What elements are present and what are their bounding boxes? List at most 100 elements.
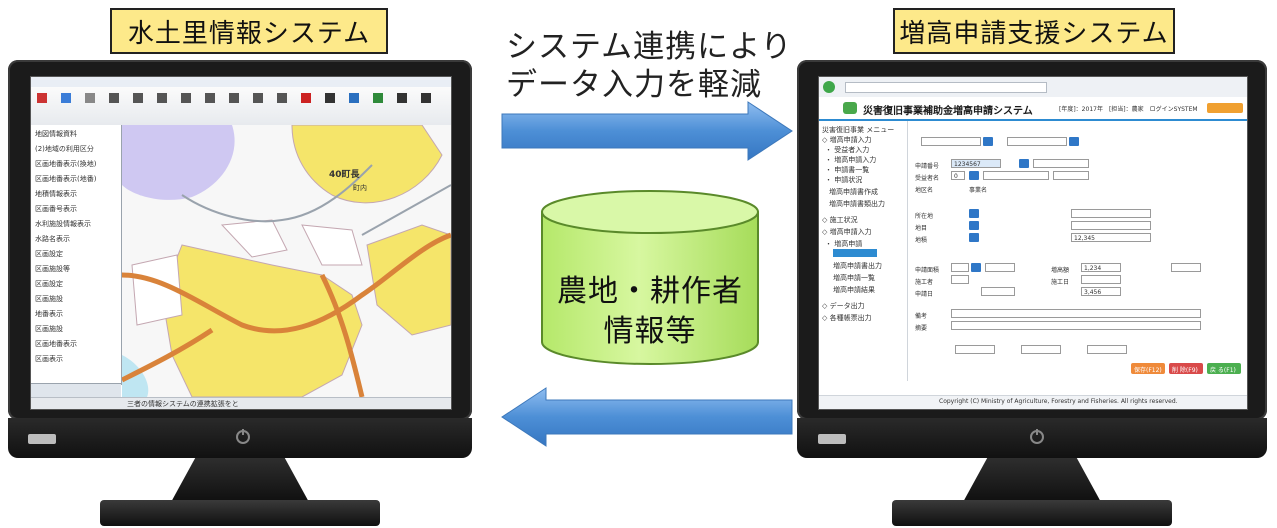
sidebar-item[interactable]: ・ 申請状況 [825,176,863,184]
tree-item[interactable]: 地図情報資料 [35,130,77,138]
form-field[interactable] [1071,221,1151,230]
right-app-header [819,97,1247,121]
form-field[interactable] [1171,263,1201,272]
tree-item[interactable]: 水路名表示 [35,235,70,243]
form-label: 受益者名 [915,175,940,182]
tree-item[interactable]: 区画施設 [35,295,63,303]
form-field[interactable]: 1234567 [951,159,1001,168]
sidebar-item[interactable]: 増高申請書作成 [829,188,878,196]
right-system-label: 増高申請支援システム [893,8,1175,54]
sidebar-selected[interactable] [833,249,877,257]
back-button[interactable] [823,81,835,93]
sidebar-item[interactable]: 増高申請一覧 [833,274,875,282]
sidebar-item[interactable]: ・ 増高申請入力 [825,156,877,164]
form-label: 備考 [915,313,928,320]
map-view[interactable] [122,125,451,397]
form-value: 12,345 [1074,235,1095,242]
arrow-right [501,101,793,161]
form-label: 摘要 [915,325,928,332]
database-cylinder [541,190,759,365]
left-tree-panel [31,125,122,385]
sidebar-item[interactable]: ◇ 各種帳票出力 [822,314,872,322]
sidebar-item[interactable]: 増高申請書出力 [833,262,882,270]
save-button[interactable]: 保存(F12) [1131,363,1165,374]
right-system-label-text: 増高申請支援システム [899,18,1169,49]
form-field[interactable] [955,345,995,354]
address-bar[interactable] [845,82,1047,93]
form-value: 事業名 [969,187,988,194]
form-value: 0 [954,173,958,180]
sidebar-item[interactable]: 災害復旧事業 メニュー [822,126,895,134]
left-power-icon [236,429,250,444]
sidebar-item[interactable]: ◇ 増高申請入力 [822,228,872,236]
form-field[interactable]: 1,234 [1081,263,1121,272]
form-field[interactable]: 3,456 [1081,287,1121,296]
left-system-label-text: 水土里情報システム [127,18,371,49]
form-field[interactable] [1081,275,1121,284]
form-field[interactable]: 0 [951,171,965,180]
summary-field[interactable] [951,321,1201,330]
delete-button[interactable]: 削 除(F9) [1169,363,1203,374]
tree-item[interactable]: 地番表示 [35,310,63,318]
form-field[interactable] [1071,209,1151,218]
tree-item[interactable]: (2)地域の利用区分 [35,145,94,153]
search-button[interactable] [969,171,979,180]
tree-item[interactable]: 地積情報表示 [35,190,77,198]
search-button[interactable] [983,137,993,146]
right-footer [819,395,1247,409]
form-value: 1,234 [1084,265,1102,272]
form-field[interactable] [981,287,1015,296]
tree-item[interactable]: 水利施設情報表示 [35,220,91,228]
form-field[interactable] [1087,345,1127,354]
search-button[interactable] [971,263,981,272]
form-label: 施工日 [1051,279,1070,286]
form-label: 申請日 [915,291,934,298]
sidebar-item[interactable]: ・ 増高申請 [825,240,863,248]
tree-item[interactable]: 区画番号表示 [35,205,77,213]
sidebar-item[interactable]: ◇ 増高申請入力 [822,136,872,144]
tree-item[interactable]: 区画表示 [35,355,63,363]
form-field[interactable] [983,171,1049,180]
tree-item[interactable]: 区画地番表示(地番) [35,175,97,183]
logo-icon [843,102,857,114]
form-field[interactable] [921,137,981,146]
right-sidebar: 災害復旧事業 メニュー ◇ 増高申請入力 ・ 受益者入力 ・ 増高申請入力 ・ … [819,121,908,381]
remarks-field[interactable] [951,309,1201,318]
form-field[interactable] [1053,171,1089,180]
form-label: 施工者 [915,279,934,286]
search-button[interactable] [969,209,979,218]
form-field[interactable] [1021,345,1061,354]
right-monitor-led [818,434,846,444]
form-label: 地区名 [915,187,934,194]
tree-item[interactable]: 区画設定 [35,250,63,258]
sidebar-item[interactable]: 増高申請結果 [833,286,875,294]
tree-item[interactable]: 区画施設等 [35,265,70,273]
search-button[interactable] [1019,159,1029,168]
back-page-button[interactable]: 戻 る(F1) [1207,363,1241,374]
form-field[interactable] [1007,137,1067,146]
sidebar-item[interactable]: 増高申請書類出力 [829,200,885,208]
search-button[interactable] [969,233,979,242]
tree-item[interactable]: 区画施設 [35,325,63,333]
tree-item[interactable]: 区画設定 [35,280,63,288]
left-ribbon-icons [37,93,445,113]
search-button[interactable] [969,221,979,230]
sidebar-item[interactable]: ・ 申請書一覧 [825,166,870,174]
form-label: 申請番号 [915,163,940,170]
left-tree-list: 地図情報資料 (2)地域の利用区分 区画地番表示(換地) 区画地番表示(地番) … [31,129,121,379]
sidebar-item[interactable]: ・ 受益者入力 [825,146,870,154]
logout-button[interactable] [1207,103,1243,113]
form-field[interactable]: 12,345 [1071,233,1151,242]
form-field[interactable] [985,263,1015,272]
sidebar-item[interactable]: ◇ データ出力 [822,302,865,310]
form-field[interactable] [951,275,969,284]
form-field[interactable] [1033,159,1089,168]
form-label: 増高額 [1051,267,1070,274]
left-statusbar [31,397,451,409]
sidebar-item[interactable]: ◇ 施工状況 [822,216,858,224]
tree-item[interactable]: 区画地番表示 [35,340,77,348]
form-field[interactable] [951,263,969,272]
left-monitor-neck [170,458,310,504]
search-button[interactable] [1069,137,1079,146]
tree-item[interactable]: 区画地番表示(換地) [35,160,97,168]
